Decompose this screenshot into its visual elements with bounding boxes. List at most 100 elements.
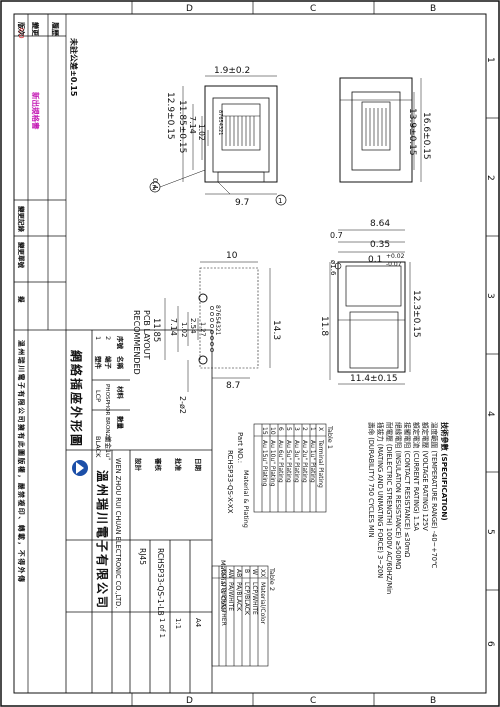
- plating-row-7-x: 15: [261, 427, 268, 435]
- change-text: 新出規格書: [31, 92, 41, 130]
- side-dim-114: 11.4±0.15: [350, 374, 398, 384]
- top-dim-h1: 11.85±0.15: [177, 100, 187, 153]
- front-view-contacts: [365, 108, 387, 146]
- title-part-no: RCHSP33-QS-1-LB: [156, 548, 165, 616]
- pcb-pin-numbers: 87654321: [214, 305, 221, 336]
- pcb-dim-10: 10: [226, 251, 238, 261]
- plating-row-5-x: 6: [277, 427, 284, 431]
- plating-row-4-x: 5: [285, 427, 292, 431]
- color-header-x: XX: [259, 569, 266, 577]
- spec-line-5: 絕緣電阻 (INSULATION RESISTANCE) ≥500MΩ: [394, 422, 403, 569]
- part-no-label: Part NO.:: [236, 432, 244, 463]
- mat-row-1-name: 端子: [104, 356, 113, 370]
- mat-row-2-finish: BLACK: [94, 436, 102, 458]
- balloon-2: 2: [152, 184, 156, 192]
- plating-row-2-x: 2: [301, 427, 308, 431]
- color-row-3: PA/BLACK: [235, 582, 242, 612]
- pcb-dim-714: 7.14: [169, 318, 178, 336]
- pcb-dim-254: 2.54: [189, 318, 197, 334]
- pcb-dim-127: 1.27: [199, 322, 207, 336]
- title-code: RJ45: [138, 548, 147, 565]
- specification-block: 技術參數 (SPECIFICATION) 溫度範圍 (TEMPERATURE R…: [367, 422, 449, 594]
- plating-row-1-x: 1: [309, 427, 316, 431]
- col-label-c: C: [310, 4, 316, 14]
- side-dim-123: 12.3±0.15: [411, 290, 421, 338]
- part-no-value: RCHSP33-QS-X-XX: [226, 450, 234, 514]
- color-row-4-x: AW: [227, 569, 234, 579]
- mat-header-name: 名稱: [116, 356, 125, 370]
- row-label-3: 3: [485, 293, 495, 299]
- side-dim-118: 11.8: [319, 316, 329, 336]
- mat-header-material: 材料: [116, 385, 125, 400]
- rev-note: 未註公差±0.15: [69, 37, 79, 97]
- company-logo: [72, 460, 88, 476]
- side-dim-tol-up: +0.02: [386, 253, 405, 260]
- row-label-4: 4: [485, 411, 495, 417]
- pcb-label-1: PCB LAYOUT: [142, 310, 151, 360]
- col-label-b-bottom: B: [430, 696, 436, 706]
- plating-row-4: Au 5u" Plating: [285, 440, 292, 483]
- color-table: [211, 565, 269, 667]
- side-dim-864: 8.64: [370, 219, 390, 229]
- spec-line-2: 額定電壓 (VOLTAGE RATING) 125V: [421, 422, 430, 531]
- col-label-b: B: [430, 4, 436, 14]
- front-view: [339, 77, 422, 183]
- mat-row-1-no: 2: [104, 336, 112, 340]
- title-scale: 1:1: [174, 618, 182, 629]
- inner-frame: [13, 13, 487, 694]
- plating-row-6: Au 10u" Plating: [269, 440, 276, 487]
- color-row-1-x: W: [251, 569, 258, 575]
- plating-row-1: Au 1u" Plating: [309, 440, 316, 483]
- row-markers: [486, 117, 499, 591]
- spec-title: 技術參數 (SPECIFICATION): [440, 422, 449, 521]
- spec-line-1: 溫度範圍 (TEMPERATURE RANGE) -40~+70℃: [430, 422, 439, 568]
- col-label-d: D: [186, 4, 193, 14]
- plating-row-6-x: 10: [269, 427, 276, 435]
- plating-row-7: Au 15u" Plating: [261, 440, 268, 487]
- plating-header-name: Terminal Plating: [317, 439, 324, 488]
- sign-date: 日期: [194, 458, 203, 472]
- part-no-note2: Material & Color: [219, 560, 227, 613]
- title-size: A4: [194, 618, 202, 628]
- spec-line-4: 接觸電阻 (CONTACT RESISTANCE) ≤30mΩ: [403, 422, 412, 557]
- top-view-contacts: [225, 116, 255, 146]
- column-markers: [131, 1, 375, 706]
- color-header-name: Material/Color: [259, 582, 266, 625]
- top-dim-h4: 1.02: [197, 124, 206, 141]
- sign-review: 審核: [154, 457, 163, 472]
- side-dim-tol: 0.1: [368, 255, 382, 265]
- change-no: 變更單號: [17, 241, 26, 269]
- rev-a0-mark: A/0: [17, 27, 25, 39]
- plating-table-title: Table 1: [326, 425, 334, 449]
- top-dim-h3: 7.14: [188, 116, 197, 134]
- change-header: 變更: [31, 22, 40, 37]
- sign-design: 設計: [134, 458, 143, 472]
- plating-row-3: Au 3u" Plating: [293, 440, 300, 483]
- mat-header-no: 序號: [116, 335, 125, 350]
- top-view: [149, 75, 287, 206]
- col-label-c-bottom: C: [310, 696, 316, 706]
- plating-row-3-x: 3: [293, 427, 300, 431]
- mat-row-2-name: 塑件: [94, 356, 103, 370]
- side-dim-tol-dn: -0.07: [386, 261, 402, 268]
- company-name-en: WEN ZHOU RUI CHUAN ELECTRONIC CO.,LTD.: [114, 458, 122, 608]
- pcb-dim-143: 14.3: [271, 320, 281, 340]
- plating-row-2: Au 2u" Plating: [301, 440, 308, 483]
- color-table-title: Table 2: [268, 567, 276, 591]
- top-dim-bottom: 9.7: [235, 198, 249, 208]
- balloon-1: 1: [278, 197, 282, 205]
- part-no-note1: Material & Plating: [242, 470, 250, 528]
- mat-row-2-no: 1: [94, 336, 102, 340]
- color-row-2-x: B: [243, 569, 250, 573]
- row-label-5: 5: [485, 529, 495, 535]
- rev-header: 版次: [17, 22, 26, 36]
- plating-table: [253, 423, 327, 513]
- plating-row-5: Au 6u" Plating: [277, 440, 284, 483]
- spec-line-3: 額定電流 (CURRENT RATING) 1.5A: [412, 422, 421, 531]
- top-dim-width: 1.9±0.2: [214, 66, 250, 76]
- color-row-5-x: OO: [220, 569, 227, 579]
- spec-line-7: 插拔力 (MATING AND UNMATING FORCE) 3~20N: [376, 422, 385, 578]
- copyright-text: 溫州瑞川電子有限公司擁有此圖版權，嚴禁複印、轉載，不得外傳: [17, 340, 26, 584]
- top-dim-04: 0.4: [151, 178, 159, 190]
